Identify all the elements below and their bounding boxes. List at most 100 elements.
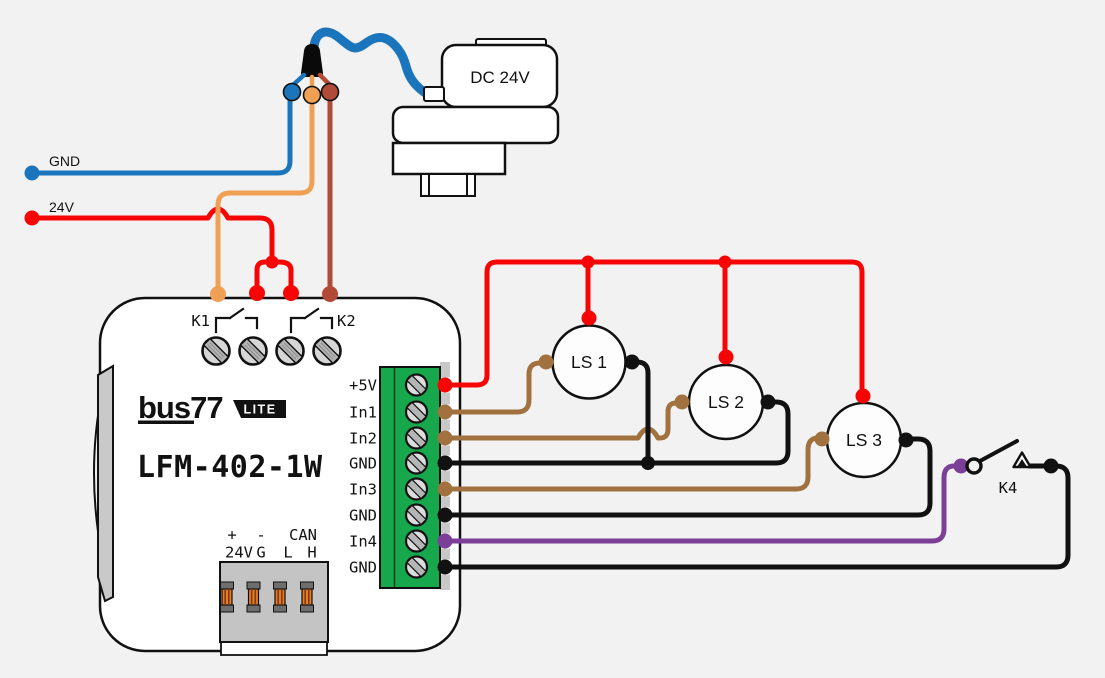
k4-label: K4 — [999, 479, 1018, 497]
screw-terminal-k1-a — [201, 336, 231, 366]
actuator-body — [391, 105, 560, 145]
label-g: G — [256, 544, 265, 562]
screw-gnd1 — [404, 451, 429, 475]
in4-wire — [440, 463, 959, 544]
pin-24v — [219, 581, 235, 613]
5v-bus-wire — [440, 259, 865, 392]
terminal-dot-gnd3 — [437, 559, 453, 575]
gnd3-wire — [440, 463, 1071, 570]
actuator-label: DC 24V — [470, 68, 530, 87]
terminal-dot-in1 — [437, 404, 453, 420]
label-k2: K2 — [337, 312, 356, 330]
k2-terminal-dot-red — [283, 285, 299, 301]
terminal-strip — [440, 362, 450, 590]
module-side-clip — [97, 364, 114, 603]
ls3-right-dot — [898, 432, 914, 448]
screw-terminal-k2-b — [312, 336, 342, 366]
5v-junction-ls1 — [581, 255, 595, 269]
terminal-label-gnd3: GND — [349, 559, 377, 577]
gnd1-wire — [440, 399, 791, 466]
module-lfm402 — [93, 296, 462, 653]
ls2-right-dot — [760, 394, 776, 410]
k4-contact-triangle-inner — [1017, 459, 1027, 466]
terminal-label-in3: In3 — [349, 481, 377, 499]
label-l: L — [283, 544, 292, 562]
plug-node-orange — [302, 85, 322, 105]
terminal-label-in4: In4 — [349, 533, 377, 551]
terminal-label-in2: In2 — [349, 430, 377, 448]
terminal-dot-in2 — [437, 430, 453, 446]
ls1-right-dot — [624, 354, 640, 370]
ls1-top-dot — [581, 310, 597, 326]
24v-junction — [265, 255, 279, 269]
actuator-cable-nub — [423, 86, 445, 102]
ls2-label: LS 2 — [708, 392, 744, 412]
ls3-label: LS 3 — [846, 430, 882, 450]
screw-5v — [404, 373, 429, 397]
ls2-top-dot — [718, 349, 734, 365]
k4-right-dot — [1043, 458, 1059, 474]
terminal-label-gnd1: GND — [349, 455, 377, 473]
brand-underline — [138, 420, 194, 424]
gnd-label: GND — [49, 153, 80, 169]
terminal-dot-gnd1 — [437, 455, 453, 471]
24v-wire — [29, 206, 275, 257]
24v-label: 24V — [49, 199, 75, 215]
screw-gnd3 — [404, 555, 429, 579]
ls3-left-dot — [814, 431, 830, 447]
actuator-stem — [420, 173, 476, 197]
k1-terminal-dot-red — [249, 285, 265, 301]
5v-bus — [437, 255, 865, 393]
screw-in1 — [404, 400, 429, 424]
pin-can-l — [272, 581, 288, 613]
label-can: CAN — [289, 526, 317, 544]
cable-gland — [301, 44, 323, 77]
terminal-dot-in4 — [437, 533, 453, 549]
k4-pivot-icon — [965, 457, 983, 475]
actuator-base — [391, 141, 507, 176]
label-24v: 24V — [225, 544, 253, 562]
terminal-dot-in3 — [437, 481, 453, 497]
power-input-wires: GND 24V — [24, 96, 338, 302]
terminal-label-gnd2: GND — [349, 507, 377, 525]
pin-can-h — [299, 581, 315, 613]
actuator-orange-wire — [215, 99, 315, 290]
screw-in4 — [404, 529, 429, 553]
ls3-top-dot — [855, 388, 871, 404]
terminal-label-in1: In1 — [349, 404, 377, 422]
in1-wire — [440, 360, 545, 415]
signal-wires — [437, 310, 1071, 575]
screw-in2 — [404, 426, 429, 450]
plug-node-blue — [282, 82, 302, 102]
k4-lever-icon — [978, 439, 1019, 463]
module-bottom-connector: + - CAN 24V G L H — [219, 526, 329, 656]
label-plus: + — [227, 526, 236, 544]
pin-g — [246, 581, 261, 613]
screw-in3 — [404, 477, 429, 501]
screw-terminal-k2-a — [275, 336, 305, 366]
model-number: LFM-402-1W — [137, 450, 323, 485]
gnd-wire — [29, 96, 293, 176]
label-k1: K1 — [191, 312, 210, 330]
label-h: H — [307, 544, 316, 562]
gnd1-junction — [641, 456, 655, 470]
5v-junction-ls2 — [718, 255, 732, 269]
green-terminal-block — [379, 366, 441, 589]
in3-wire — [440, 435, 821, 492]
screw-gnd2 — [404, 503, 429, 527]
terminal-dot-5v — [437, 377, 453, 393]
ls1-label: LS 1 — [571, 352, 607, 372]
k2-terminal-dot-rust — [322, 286, 338, 302]
terminal-dot-gnd2 — [437, 507, 453, 523]
gnd2-wire — [440, 436, 933, 518]
ls1-left-dot — [538, 354, 554, 370]
screw-terminal-k1-b — [238, 336, 268, 366]
k4-left-dot — [953, 458, 969, 474]
module-branding: bus77 LITE LFM-402-1W — [137, 390, 323, 485]
k1-terminal-dot-orange — [210, 286, 226, 302]
brand-logo: bus77 — [138, 390, 223, 425]
label-minus: - — [256, 526, 265, 544]
k4-switch: K4 — [953, 439, 1059, 497]
